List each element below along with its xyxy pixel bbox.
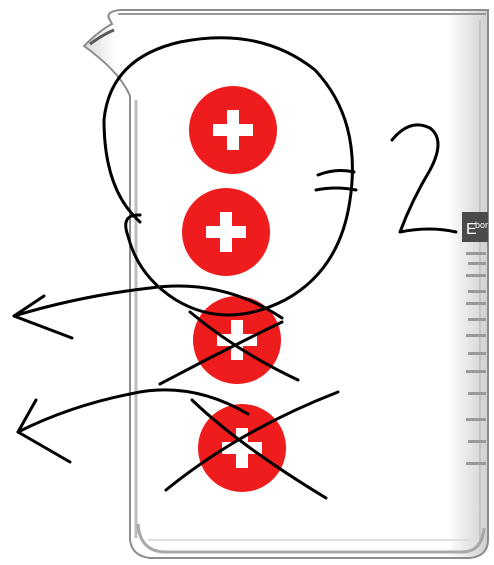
positive-ion: [182, 188, 270, 276]
arrow-left-icon: [18, 400, 70, 462]
beaker-label-text: bor: [475, 220, 488, 230]
equation-result: 2: [392, 152, 442, 252]
equation-equals: =: [318, 155, 341, 199]
beaker-icon: E bor: [84, 10, 488, 558]
positive-ion: [189, 86, 277, 174]
